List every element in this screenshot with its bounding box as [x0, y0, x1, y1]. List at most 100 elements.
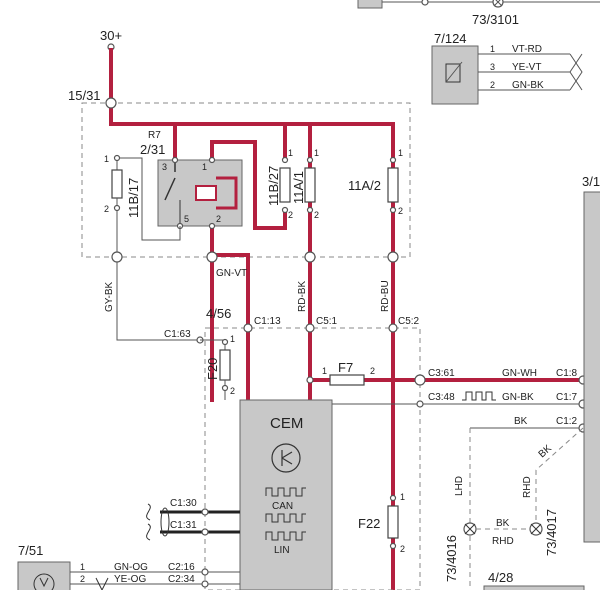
- wire-gy-bk-path: [116, 262, 200, 341]
- fuse-11b27: [279, 156, 291, 214]
- fuse-11b17: [111, 154, 181, 255]
- cem-ref: 4/56: [206, 306, 231, 321]
- relay-ref: 2/31: [140, 142, 165, 157]
- cem-title: CEM: [270, 415, 303, 432]
- relay-pin-3: 3: [162, 162, 167, 172]
- fuse-f20-label: F20: [205, 358, 220, 380]
- fuse-f7-pin1: 1: [322, 366, 327, 376]
- fuse-11a1-pin1: 1: [314, 148, 319, 158]
- sensor-7-124: [431, 45, 583, 105]
- connector-c1-7: C1:7: [556, 392, 578, 403]
- fuse-11b17-pin2: 2: [104, 204, 109, 214]
- relay-pin-1: 1: [202, 162, 207, 172]
- wire-gy-bk: GY-BK: [104, 281, 115, 312]
- fuse-f7: [306, 374, 365, 386]
- wire-ye-og: YE-OG: [114, 574, 146, 585]
- relay-node-2: [208, 222, 216, 230]
- relay-r7-label: R7: [148, 130, 161, 141]
- connector-c5-1: C5:1: [316, 316, 338, 327]
- fuse-11b27-pin2: 2: [288, 210, 293, 220]
- connector-c2-34: C2:34: [168, 574, 195, 585]
- wire-gn-bk-label: GN-BK: [512, 80, 544, 91]
- module-node-gy-bk: [111, 251, 123, 263]
- fuse-f22-pin1: 1: [400, 492, 405, 502]
- module-entry-node: [105, 97, 117, 109]
- cem-lin-label: LIN: [274, 545, 290, 556]
- fuse-11a2-pin2: 2: [398, 206, 403, 216]
- rhd-label-bottom: RHD: [492, 536, 514, 547]
- wire-vt-rd-label: VT-RD: [512, 44, 542, 55]
- connector-c3-48: C3:48: [428, 392, 455, 403]
- cem-outline: [204, 327, 421, 590]
- can-bus-lines: [146, 503, 240, 541]
- ref-15-31: 15/31: [68, 88, 101, 103]
- pin-3-label: 3: [490, 62, 495, 72]
- ref-3-1: 3/1: [582, 174, 600, 189]
- fuse-11b17-pin1: 1: [104, 154, 109, 164]
- wire-gn-wh: GN-WH: [502, 368, 537, 379]
- fuse-11b17-label: 11B/17: [126, 178, 141, 218]
- ground-73-4017: [529, 522, 543, 536]
- ref-4-28: 4/28: [488, 570, 513, 585]
- relay-pin-2: 2: [216, 214, 221, 224]
- fuse-f22-pin2: 2: [400, 544, 405, 554]
- fuse-11a1-pin2: 2: [314, 210, 319, 220]
- c1-13-node: [243, 323, 253, 333]
- connector-c1-2: C1:2: [556, 416, 578, 427]
- ref-7-124: 7/124: [434, 31, 467, 46]
- ref-7-51: 7/51: [18, 543, 43, 558]
- fuse-f22-label: F22: [358, 516, 380, 531]
- connector-c1-8: C1:8: [556, 368, 578, 379]
- top-connector-strip: [357, 0, 600, 9]
- module-4-28: [483, 585, 585, 590]
- wire-bk-diag: BK: [537, 443, 555, 460]
- relay-r7: [157, 159, 243, 227]
- pin-2-label: 2: [490, 80, 495, 90]
- wire-bk-top: BK: [514, 416, 528, 427]
- c5-1-node: [305, 323, 315, 333]
- rhd-path: [535, 427, 584, 525]
- fuse-f20: [200, 338, 231, 400]
- rhd-label-vertical: RHD: [522, 476, 533, 498]
- module-node-gn-vt: [206, 251, 218, 263]
- relay-pin-5: 5: [184, 214, 189, 224]
- fuse-11b27-label: 11B/27: [266, 166, 281, 206]
- connector-c3-61: C3:61: [428, 368, 455, 379]
- wire-gn-og: GN-OG: [114, 562, 148, 573]
- ref-73-4017: 73/4017: [544, 509, 559, 556]
- connector-c2-16: C2:16: [168, 562, 195, 573]
- wire-rd-bk: RD-BK: [297, 281, 308, 312]
- connector-c1-63: C1:63: [164, 329, 191, 340]
- c3-61-node: [414, 374, 426, 386]
- fuse-11a2-label: 11A/2: [348, 178, 381, 193]
- sensor-7-51: [17, 561, 240, 590]
- connector-c5-2: C5:2: [398, 316, 420, 327]
- c5-2-node: [388, 323, 398, 333]
- relay-node-1: [208, 156, 216, 164]
- connector-c1-31: C1:31: [170, 520, 197, 531]
- module-15-31-outline: [81, 102, 411, 258]
- fuse-11a1-label: 11A/1: [291, 171, 306, 204]
- fuse-f20-pin2: 2: [230, 386, 235, 396]
- ref-73-3101: 73/3101: [472, 12, 519, 27]
- fuse-f7-label: F7: [338, 360, 353, 375]
- wire-gn-vt: GN-VT: [216, 268, 247, 279]
- fuse-11a1: [304, 156, 316, 214]
- ref-73-4016: 73/4016: [444, 535, 459, 582]
- connector-c1-13: C1:13: [254, 316, 281, 327]
- ground-73-4016: [463, 522, 477, 536]
- wire-gn-bk-right: GN-BK: [502, 392, 534, 403]
- wire-rd-bu: RD-BU: [380, 280, 391, 312]
- lhd-label: LHD: [454, 476, 465, 496]
- supply-30-plus: 30+: [100, 28, 122, 43]
- fuse-f20-pin1: 1: [230, 334, 235, 344]
- fuse-f22: [387, 494, 399, 550]
- module-node-rd-bu: [387, 251, 399, 263]
- module-3-1: [583, 191, 600, 543]
- fuse-11b27-pin1: 1: [288, 148, 293, 158]
- fuse-11a2: [387, 156, 399, 214]
- wire-ye-vt-label: YE-VT: [512, 62, 541, 73]
- cem-module: [239, 399, 333, 590]
- pwm-signal-icon: [462, 391, 496, 401]
